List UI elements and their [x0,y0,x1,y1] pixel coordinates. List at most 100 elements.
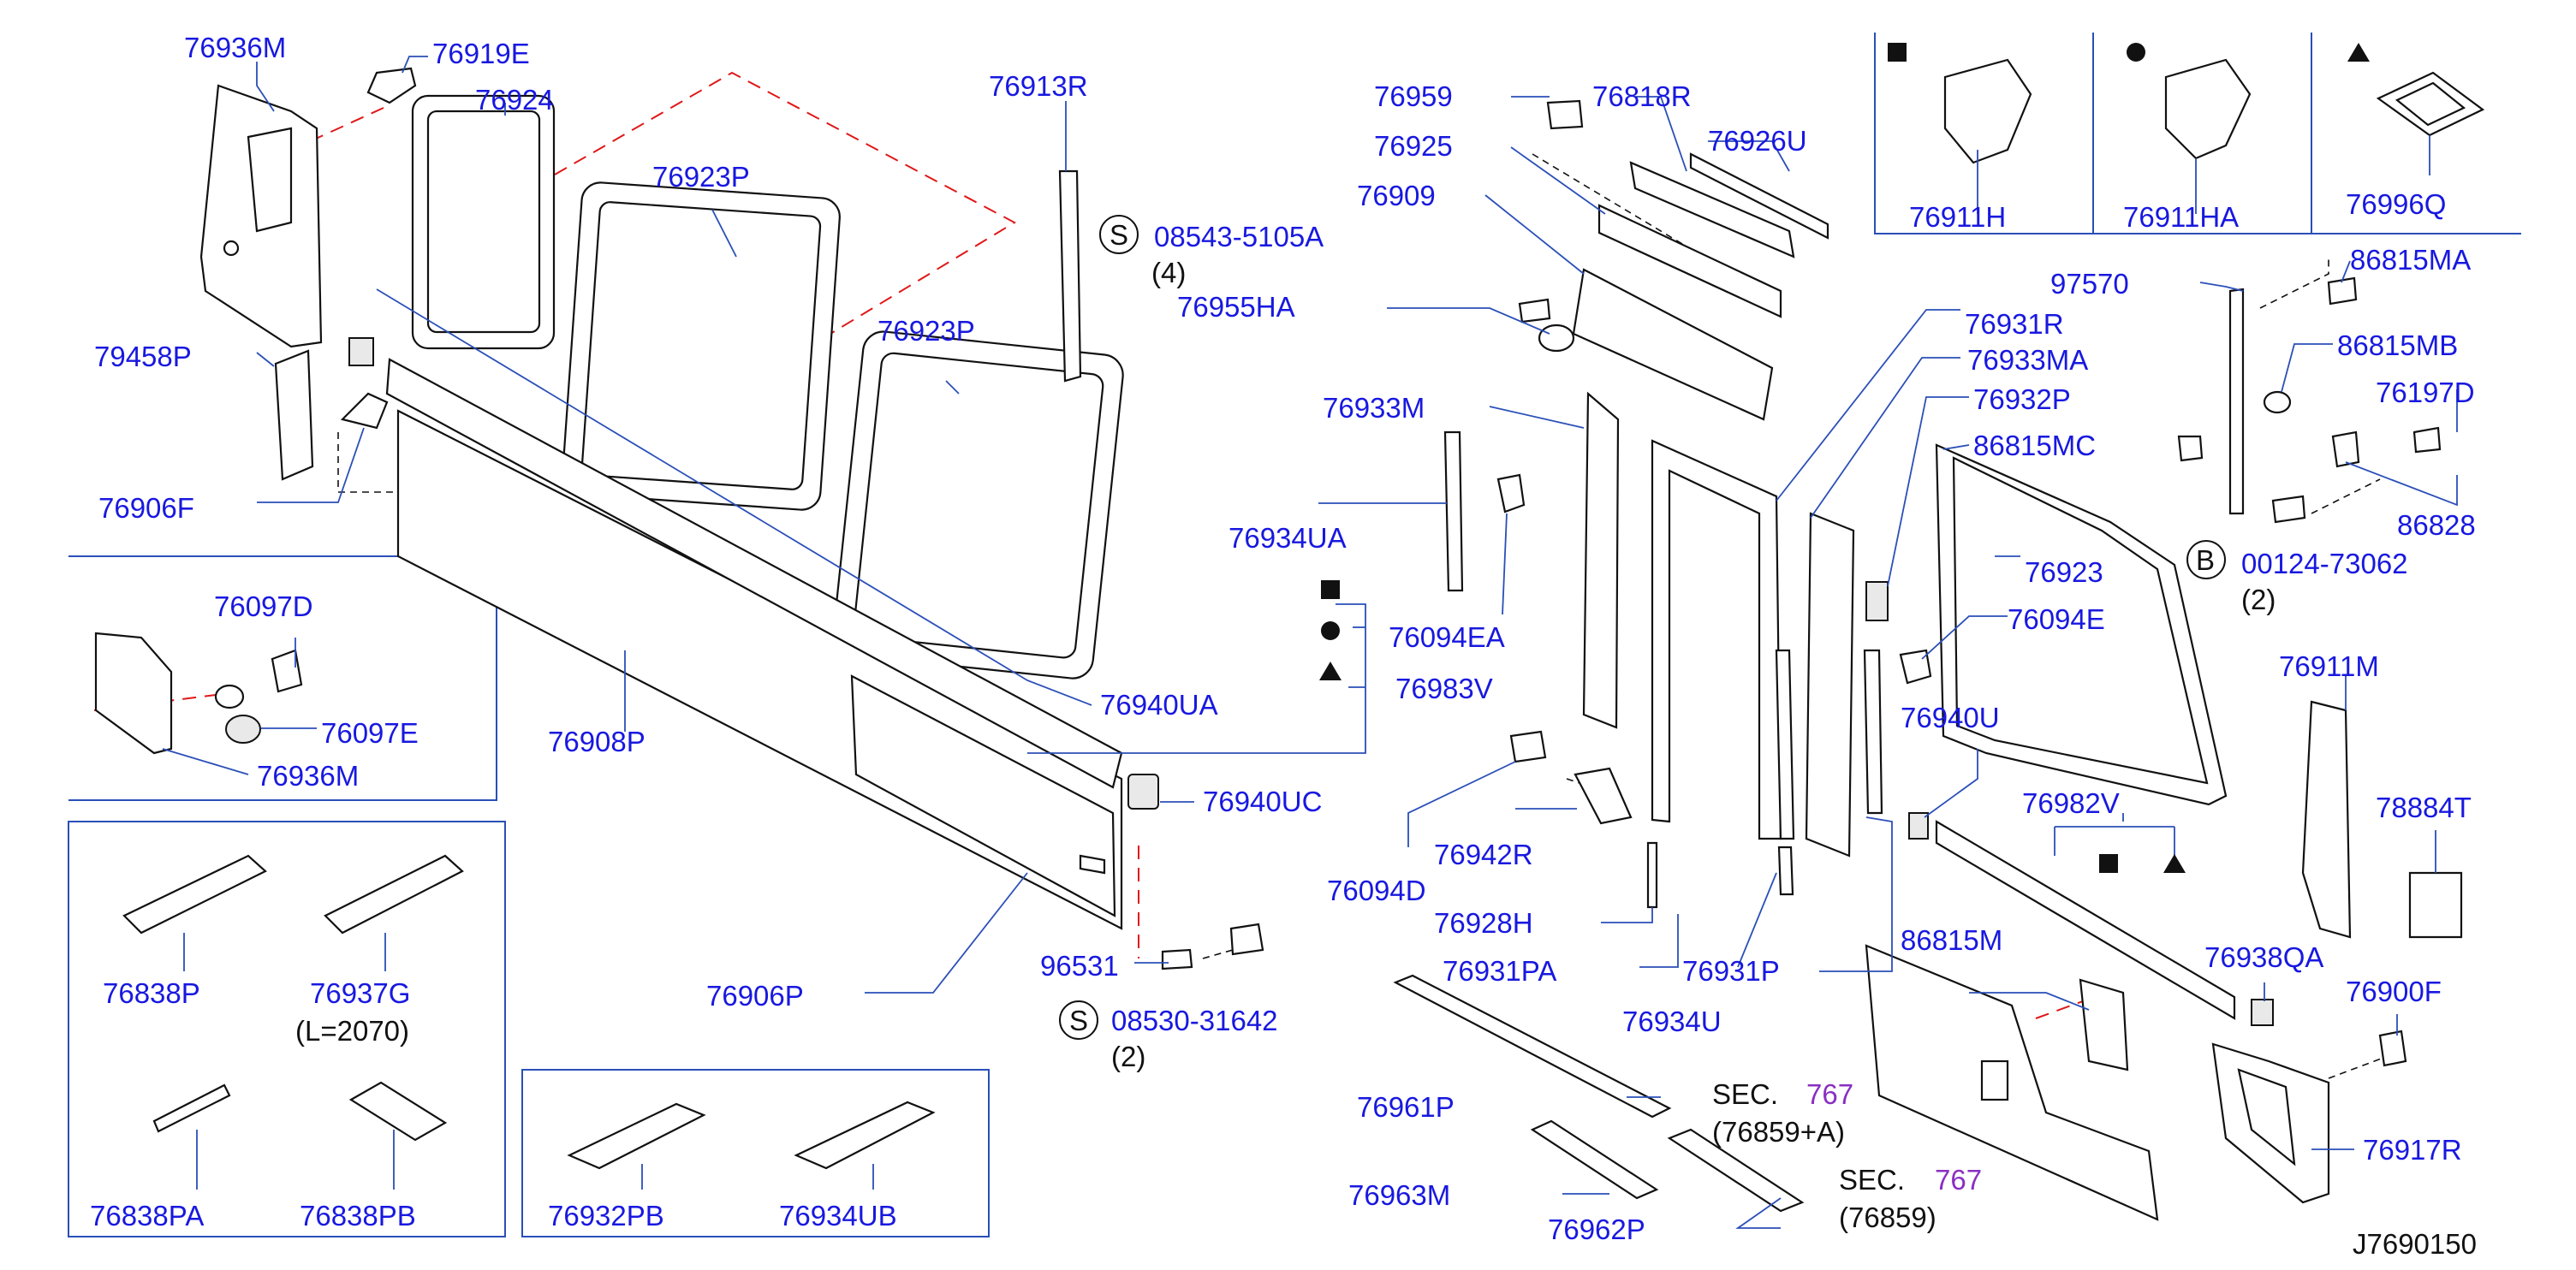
label-76928H[interactable]: 76928H [1434,907,1533,939]
part-76900F-clip [2378,1030,2407,1067]
label-76923P-b[interactable]: 76923P [878,315,975,347]
label-76942R[interactable]: 76942R [1434,839,1533,870]
section-ref-767[interactable]: 767 [1935,1164,1982,1196]
label-76919E[interactable]: 76919E [432,38,530,69]
label-76925[interactable]: 76925 [1374,130,1453,162]
label-76936M[interactable]: 76936M [184,32,286,63]
label-76996Q[interactable]: 76996Q [2346,188,2446,220]
part-76909-duct [1518,268,1774,421]
label-00124-73062[interactable]: 00124-73062 [2241,548,2408,579]
part-78884T-block [2408,871,2463,939]
label-76962P[interactable]: 76962P [1548,1214,1645,1245]
square-symbol [1321,580,1340,599]
label-76923P[interactable]: 76923P [652,161,750,193]
leader-lines [162,56,2458,1229]
label-76906F[interactable]: 76906F [98,492,194,524]
part-86828-bracket [2331,430,2360,468]
section-ref-767[interactable]: 767 [1806,1078,1853,1110]
label-76838P[interactable]: 76838P [103,977,200,1009]
part-76906F-clip [340,337,389,430]
label-86815M[interactable]: 86815M [1901,924,2002,956]
label-76838PA[interactable]: 76838PA [90,1200,204,1231]
label-76906P[interactable]: 76906P [706,980,804,1012]
triangle-symbol [2347,43,2370,62]
label-76917R[interactable]: 76917R [2363,1134,2462,1166]
part-76961P-strip [1393,974,1672,1119]
label-76940UA[interactable]: 76940UA [1100,689,1218,721]
symbols: S S B [1059,43,2370,1040]
part-76931PA-strip [1777,846,1794,896]
label-86828[interactable]: 86828 [2397,509,2476,541]
part-76937G-strip [324,854,464,935]
label-76911M[interactable]: 76911M [2279,650,2379,682]
label-76931P[interactable]: 76931P [1682,955,1780,987]
label-76982V[interactable]: 76982V [2022,787,2120,819]
part-76913R-strip [1058,169,1082,383]
label-86815MA[interactable]: 86815MA [2350,244,2471,276]
part-76936M-inset-pillar [94,632,303,755]
square-symbol [2099,854,2118,873]
label-76911HA[interactable]: 76911HA [2123,201,2239,233]
label-76955HA[interactable]: 76955HA [1177,291,1295,323]
label-76936M-inset[interactable]: 76936M [257,760,359,792]
label-86815MC[interactable]: 86815MC [1973,430,2096,461]
label-79458P[interactable]: 79458P [94,341,192,372]
label-76932PB[interactable]: 76932PB [548,1200,664,1231]
part-76934UA-clipstrip [1443,430,1464,592]
part-76838PA-strip [152,1083,231,1133]
part-76931P-strip [1775,649,1795,840]
inset-frames [68,33,2521,1237]
label-76934UA[interactable]: 76934UA [1229,522,1347,554]
label-76094D[interactable]: 76094D [1327,875,1426,906]
label-78884T[interactable]: 78884T [2376,792,2472,823]
label-76097E[interactable]: 76097E [321,717,419,749]
label-76959[interactable]: 76959 [1374,80,1453,112]
label-76932P[interactable]: 76932P [1973,383,2071,415]
label-76933MA[interactable]: 76933MA [1967,344,2088,376]
part-86815M-panel [1865,944,2159,1221]
label-76838PB[interactable]: 76838PB [300,1200,416,1231]
label-76938QA[interactable]: 76938QA [2204,941,2323,973]
label-76940U[interactable]: 76940U [1901,702,2000,733]
label-76926U[interactable]: 76926U [1708,125,1807,157]
label-08530-31642[interactable]: 08530-31642 [1111,1005,1278,1036]
part-76923P-glass-b [832,330,1124,680]
label-96531[interactable]: 96531 [1040,950,1119,982]
label-76963M[interactable]: 76963M [1348,1179,1450,1211]
part-79458P-bracket [274,349,314,481]
part-76934UB-sheet [794,1101,936,1170]
label-76961P[interactable]: 76961P [1357,1091,1455,1123]
label-76908P[interactable]: 76908P [548,726,645,757]
part-76094EA-clip [1496,473,1526,513]
label-76913R[interactable]: 76913R [989,70,1088,102]
part-76932P-block [1865,581,1889,621]
part-76963M-strip [1530,1119,1659,1200]
label-76931PA[interactable]: 76931PA [1443,955,1556,987]
label-76934UB[interactable]: 76934UB [779,1200,897,1231]
label-86815MB[interactable]: 86815MB [2337,329,2458,361]
label-76923[interactable]: 76923 [2025,556,2103,588]
label-76097D[interactable]: 76097D [214,590,313,622]
label-76924[interactable]: 76924 [475,84,554,116]
label-76818R[interactable]: 76818R [1592,80,1692,112]
label-76934U[interactable]: 76934U [1622,1006,1722,1037]
label-76197D[interactable]: 76197D [2376,377,2475,408]
part-76911M-trim [2301,700,2352,939]
label-76940UC[interactable]: 76940UC [1203,786,1322,817]
label-76983V[interactable]: 76983V [1395,673,1493,704]
part-76996Q-pad [2376,71,2485,137]
label-76094EA[interactable]: 76094EA [1389,621,1505,653]
label-08543-5105A[interactable]: 08543-5105A [1154,221,1324,252]
label-97570[interactable]: 97570 [2050,268,2129,300]
b-mark-circle [2186,540,2226,579]
part-76933MA-trim [1805,512,1855,858]
label-76900F[interactable]: 76900F [2346,976,2442,1007]
square-symbol [1888,43,1907,62]
part-76962P-strip [1667,1128,1805,1213]
label-76909[interactable]: 76909 [1357,180,1436,211]
label-76931R[interactable]: 76931R [1965,308,2064,340]
label-76911H[interactable]: 76911H [1909,201,2006,233]
label-76937G[interactable]: 76937G [310,977,410,1009]
label-76094E[interactable]: 76094E [2008,603,2105,635]
label-76933M[interactable]: 76933M [1323,392,1425,424]
